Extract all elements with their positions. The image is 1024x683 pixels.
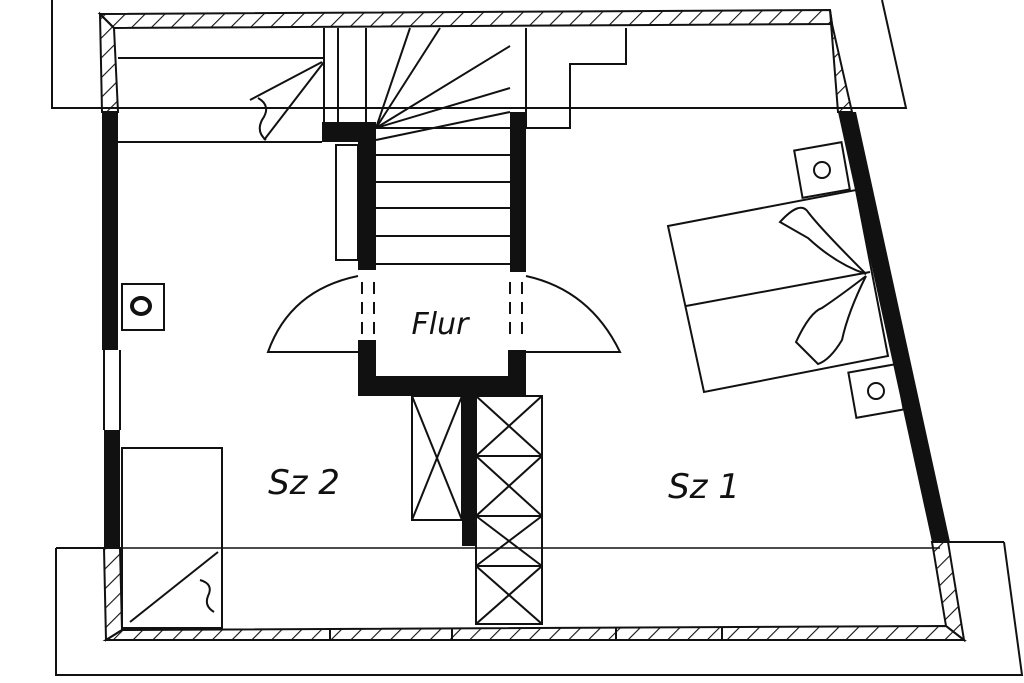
- cabinet-sz2: [121, 447, 223, 629]
- upper-roof-band: [51, 0, 908, 109]
- room-label-bedroom-2: Sz 2: [268, 463, 340, 503]
- doors: [266, 275, 622, 353]
- room-label-hallway: Flur: [412, 307, 471, 342]
- double-bed: [666, 141, 905, 419]
- room-label-bedroom-1: Sz 1: [668, 467, 740, 507]
- outer-walls: [97, 8, 967, 643]
- dormer-diagonal: [249, 61, 325, 141]
- bottom-ticks: [329, 628, 723, 640]
- solid-walls: [102, 112, 950, 548]
- wardrobes: [411, 395, 543, 625]
- chimney: [121, 283, 165, 331]
- lower-roof-band: [55, 541, 1024, 676]
- staircase: [365, 27, 511, 265]
- interior-lines: [103, 28, 627, 430]
